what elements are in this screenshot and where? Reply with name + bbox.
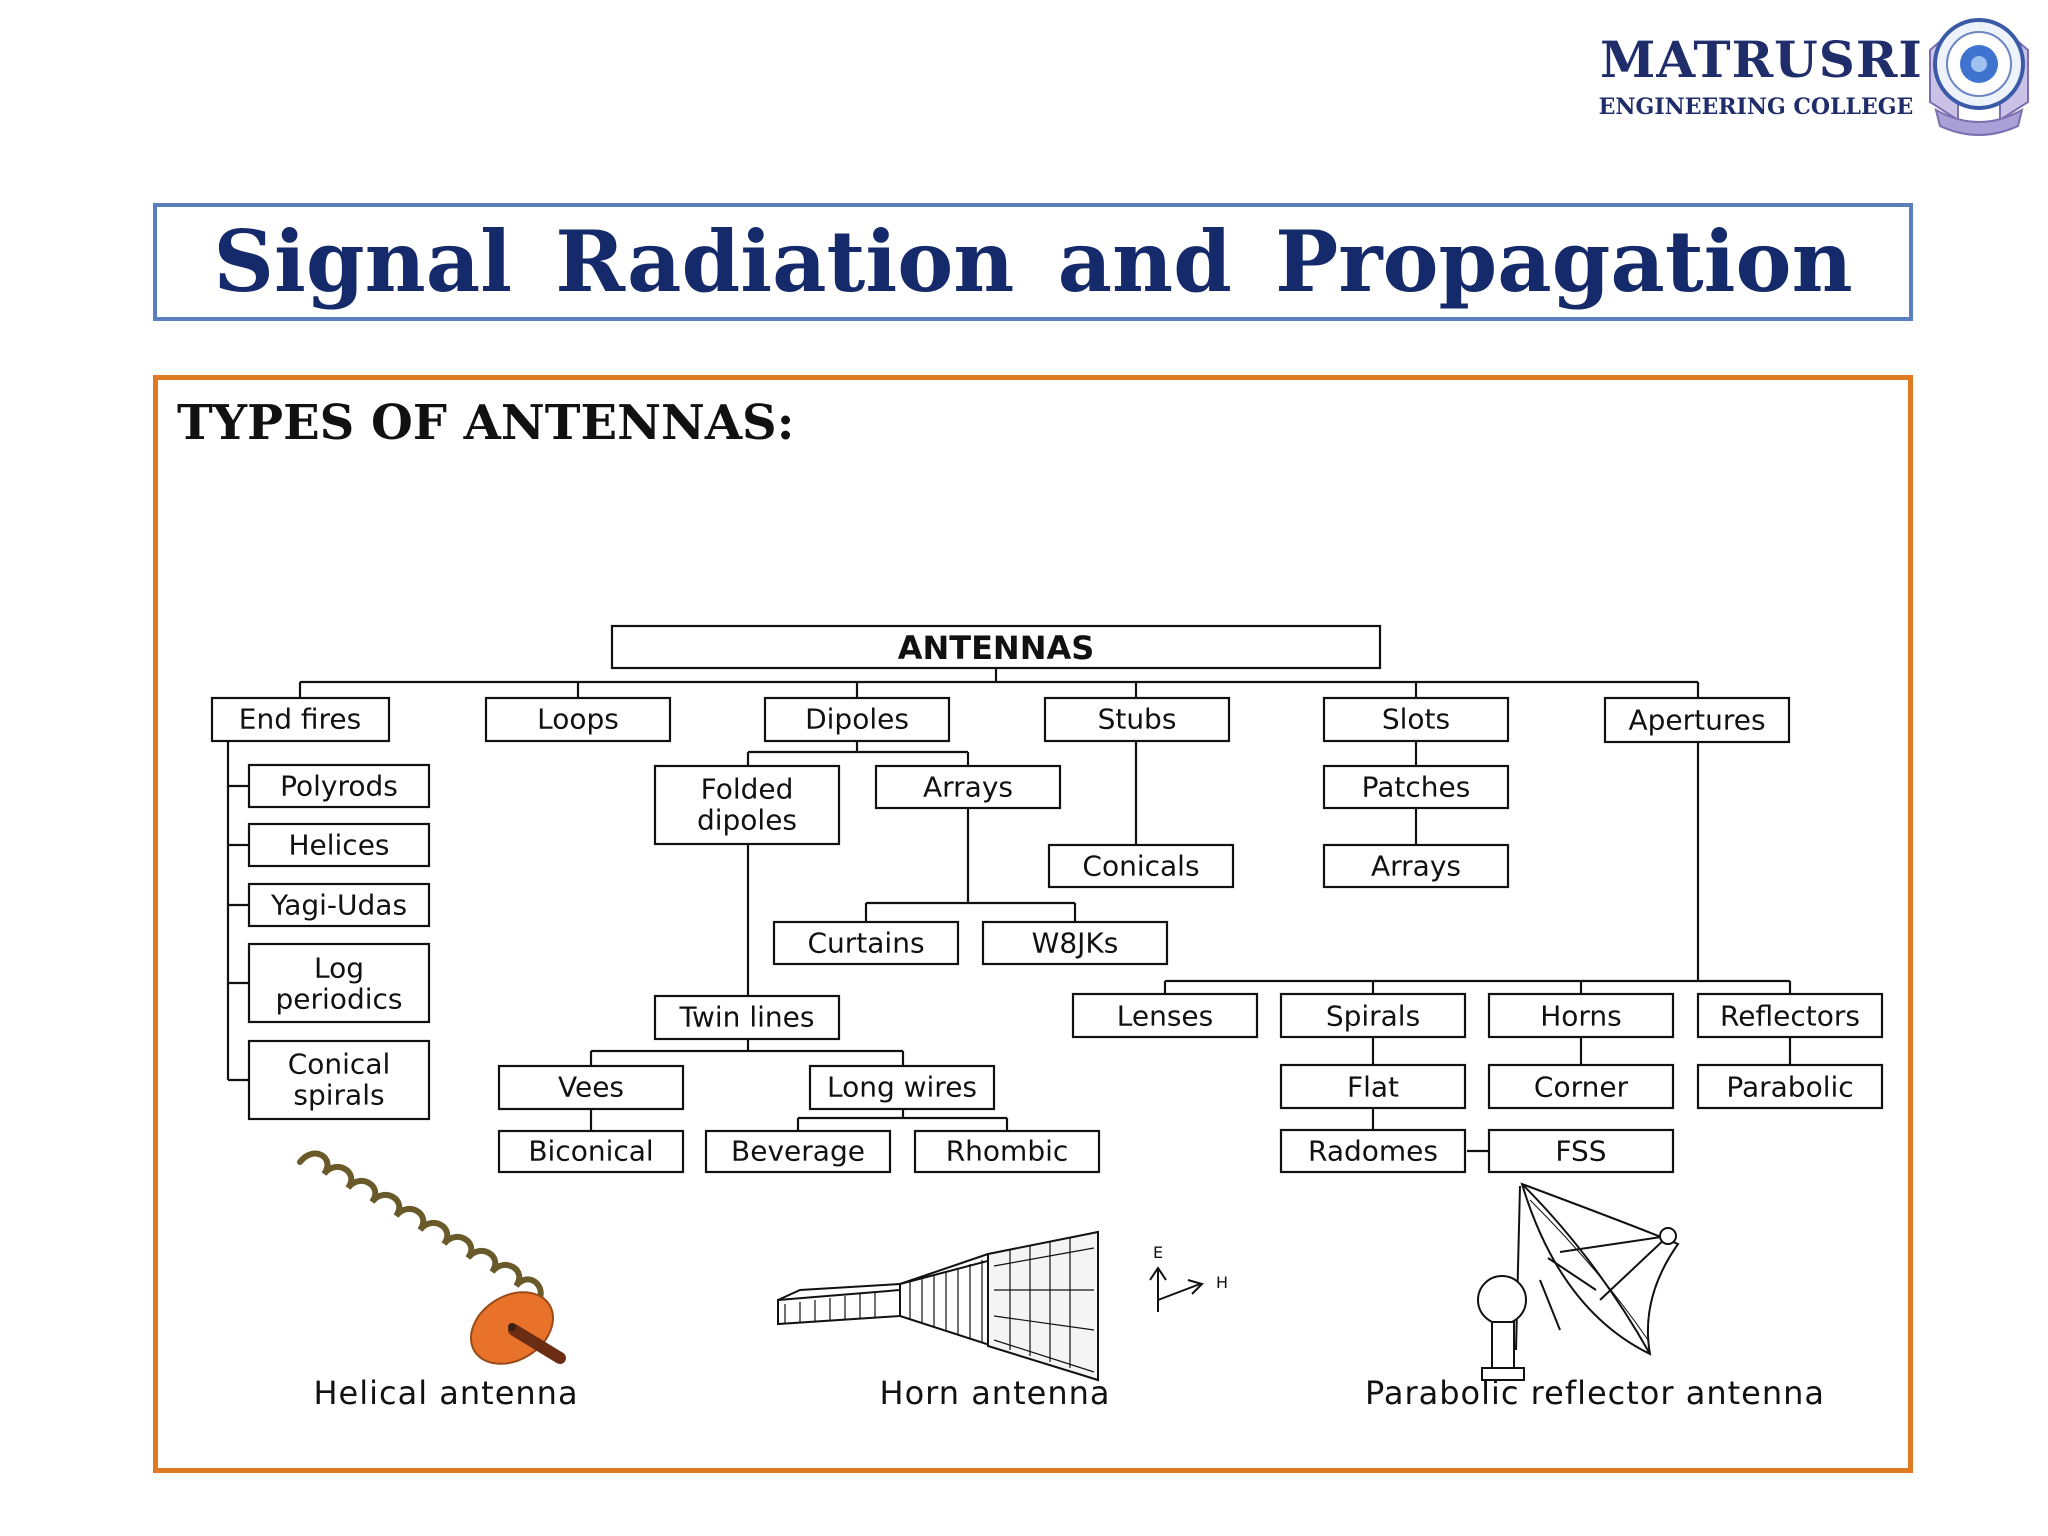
- apertures-label: Apertures: [1628, 704, 1765, 737]
- dipole-arrays-box: [874, 764, 1062, 810]
- tree-boxes: [210, 624, 1884, 1174]
- log-periodics-box: [247, 942, 431, 1024]
- conical-spirals-label-line2: spirals: [293, 1079, 384, 1112]
- patches-box: [1322, 764, 1510, 810]
- fss-box: [1487, 1128, 1675, 1174]
- flat-label: Flat: [1347, 1071, 1399, 1104]
- loops-box: [484, 696, 672, 743]
- slot-arrays-label: Arrays: [1371, 850, 1461, 883]
- vees-box: [497, 1064, 685, 1111]
- horn-antenna-caption: Horn antenna: [880, 1374, 1111, 1412]
- flat-box: [1279, 1063, 1467, 1110]
- parabolic-label: Parabolic: [1726, 1071, 1853, 1104]
- polyrods-box: [247, 763, 431, 809]
- conical-spirals-box: [247, 1039, 431, 1121]
- slide-title: Signal Radiation and Propagation: [213, 212, 1853, 311]
- lenses-box: [1071, 992, 1259, 1039]
- stubs-box: [1043, 696, 1231, 743]
- biconical-label: Biconical: [528, 1135, 653, 1168]
- tree-connectors: [226, 668, 1792, 1153]
- long-wires-box: [808, 1064, 996, 1111]
- w8jks-box: [981, 920, 1169, 966]
- field-direction-indicator: [1149, 1266, 1204, 1312]
- rhombic-label: Rhombic: [946, 1135, 1069, 1168]
- horns-box: [1487, 992, 1675, 1039]
- helices-box: [247, 822, 431, 868]
- biconical-box: [497, 1129, 685, 1174]
- spirals-box: [1279, 992, 1467, 1039]
- conicals-label: Conicals: [1082, 850, 1199, 883]
- title-frame: [153, 203, 1913, 321]
- horns-label: Horns: [1540, 1000, 1622, 1033]
- college-logo-name: MATRUSRI: [1600, 30, 1923, 89]
- folded-dipoles-label-line2: dipoles: [697, 804, 797, 837]
- parabolic-reflector-illustration: [1477, 1182, 1680, 1381]
- horn-antenna-illustration: [777, 1230, 1099, 1382]
- helices-label: Helices: [288, 829, 389, 862]
- antennas-root-label: ANTENNAS: [898, 629, 1095, 667]
- end-fires-label: End fires: [239, 703, 361, 736]
- folded-dipoles-box: [653, 764, 841, 846]
- twin-lines-label: Twin lines: [679, 1001, 815, 1034]
- radomes-label: Radomes: [1308, 1135, 1438, 1168]
- dipole-arrays-label: Arrays: [923, 771, 1013, 804]
- twin-lines-box: [653, 994, 841, 1041]
- curtains-label: Curtains: [807, 927, 924, 960]
- parabolic-box: [1696, 1063, 1884, 1110]
- college-emblem-icon: [1929, 18, 2029, 136]
- stubs-label: Stubs: [1098, 703, 1177, 736]
- helical-antenna-caption: Helical antenna: [313, 1374, 578, 1412]
- slots-label: Slots: [1382, 703, 1450, 736]
- slot-arrays-box: [1322, 843, 1510, 889]
- conical-spirals-label-line1: Conical: [288, 1048, 391, 1081]
- vees-label: Vees: [558, 1071, 624, 1104]
- beverage-label: Beverage: [731, 1135, 865, 1168]
- w8jks-label: W8JKs: [1032, 927, 1119, 960]
- long-wires-label: Long wires: [827, 1071, 977, 1104]
- reflectors-label: Reflectors: [1720, 1000, 1860, 1033]
- yagi-udas-box: [247, 882, 431, 928]
- field-e-label: E: [1153, 1243, 1163, 1262]
- helical-antenna-illustration: [297, 1150, 566, 1365]
- content-frame: [153, 375, 1913, 1473]
- log-periodics-label-line1: Log: [314, 952, 364, 985]
- curtains-box: [772, 920, 960, 966]
- dipoles-box: [763, 696, 951, 743]
- antennas-root-box: [610, 624, 1382, 670]
- folded-dipoles-label-line1: Folded: [701, 773, 794, 806]
- corner-label: Corner: [1534, 1071, 1629, 1104]
- helix-feed: [508, 1324, 566, 1364]
- lenses-label: Lenses: [1117, 1000, 1213, 1033]
- polyrods-label: Polyrods: [280, 770, 398, 803]
- reflectors-box: [1696, 992, 1884, 1039]
- parabolic-reflector-caption: Parabolic reflector antenna: [1365, 1374, 1825, 1412]
- spirals-label: Spirals: [1326, 1000, 1420, 1033]
- beverage-box: [704, 1129, 892, 1174]
- log-periodics-label-line2: periodics: [276, 983, 403, 1016]
- field-h-label: H: [1216, 1273, 1228, 1292]
- college-logo-subtitle: ENGINEERING COLLEGE: [1598, 94, 1914, 120]
- slots-box: [1322, 696, 1510, 743]
- loops-label: Loops: [537, 703, 619, 736]
- end-fires-box: [210, 696, 391, 743]
- patches-label: Patches: [1362, 771, 1471, 804]
- fss-label: FSS: [1555, 1135, 1606, 1168]
- dipoles-label: Dipoles: [805, 703, 909, 736]
- rhombic-box: [913, 1129, 1101, 1174]
- section-heading: TYPES OF ANTENNAS:: [177, 395, 795, 451]
- yagi-udas-label: Yagi-Udas: [270, 889, 407, 922]
- conicals-box: [1047, 843, 1235, 889]
- corner-box: [1487, 1063, 1675, 1110]
- radomes-box: [1279, 1128, 1467, 1174]
- apertures-box: [1603, 696, 1791, 744]
